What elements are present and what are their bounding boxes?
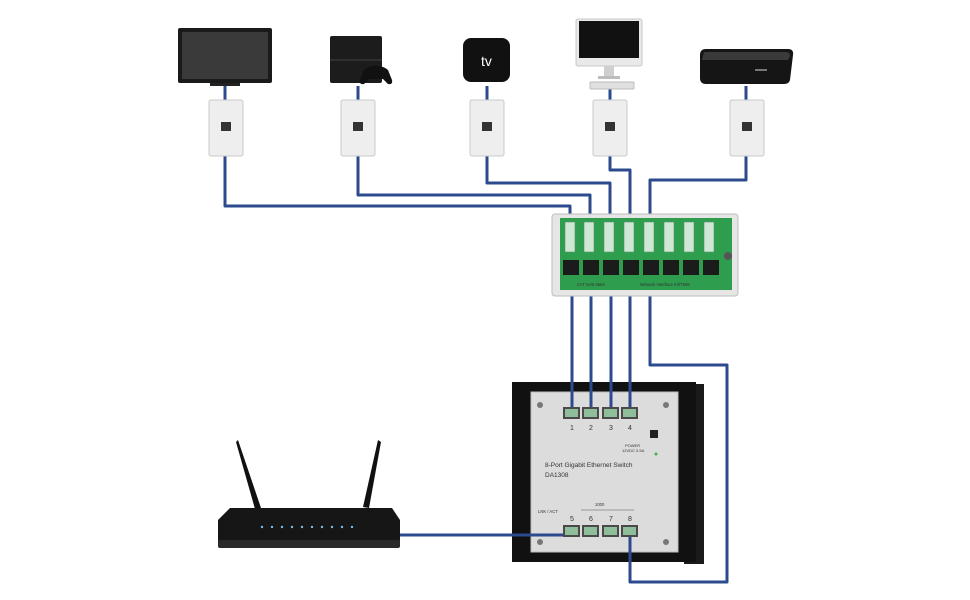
port-label-1: 1 <box>570 425 574 432</box>
port-label-4: 4 <box>628 425 632 432</box>
game-console-icon <box>330 36 393 85</box>
television-icon <box>178 28 272 86</box>
switch-bottom-ports <box>563 525 638 537</box>
power-led <box>654 452 658 456</box>
wall-plate <box>729 99 765 157</box>
cable-panel-to-port8 <box>628 285 729 584</box>
router <box>218 440 400 548</box>
port-label-8: 8 <box>628 516 632 523</box>
antenna-icon <box>236 440 261 509</box>
panel-label-left: CAT 5e/6 568A <box>577 282 605 287</box>
panel-label-right: Network Interface Kit/T568 <box>640 282 690 287</box>
switch-top-ports <box>563 407 638 419</box>
wall-plate <box>469 99 505 157</box>
speed-label: 1000 <box>595 502 605 507</box>
cable-streaming-box <box>485 86 612 233</box>
apple-tv-logo: tv <box>481 53 492 69</box>
power-jack <box>650 430 658 438</box>
port-label-5: 5 <box>570 516 574 523</box>
punch-down-blocks <box>564 221 715 253</box>
desktop-computer-icon <box>575 18 643 90</box>
port-label-2: 2 <box>589 425 593 432</box>
wall-plate <box>592 99 628 157</box>
port-label-3: 3 <box>609 425 613 432</box>
link-act-label: LNK / ACT <box>538 509 558 514</box>
switch-model: DA1308 <box>545 472 569 479</box>
ethernet-switch: 1 2 3 4 POWER 12VDC 0.5A 8-Port Gigabit … <box>512 382 704 564</box>
router-status-leds <box>260 525 354 529</box>
set-top-box-icon <box>700 49 794 84</box>
apple-tv-icon: tv <box>463 38 510 82</box>
power-label: POWER <box>625 443 640 448</box>
port-label-7: 7 <box>609 516 613 523</box>
power-spec: 12VDC 0.5A <box>622 448 645 453</box>
antenna-icon <box>363 440 381 508</box>
patch-panel: CAT 5e/6 568A Network Interface Kit/T568 <box>551 213 739 297</box>
cable-tv <box>223 86 572 233</box>
rj45-jacks <box>563 260 719 275</box>
cable-entries <box>512 382 632 562</box>
port-label-6: 6 <box>589 516 593 523</box>
wall-plate <box>208 99 244 157</box>
switch-title: 8-Port Gigabit Ethernet Switch <box>545 462 633 469</box>
wall-plate <box>340 99 376 157</box>
